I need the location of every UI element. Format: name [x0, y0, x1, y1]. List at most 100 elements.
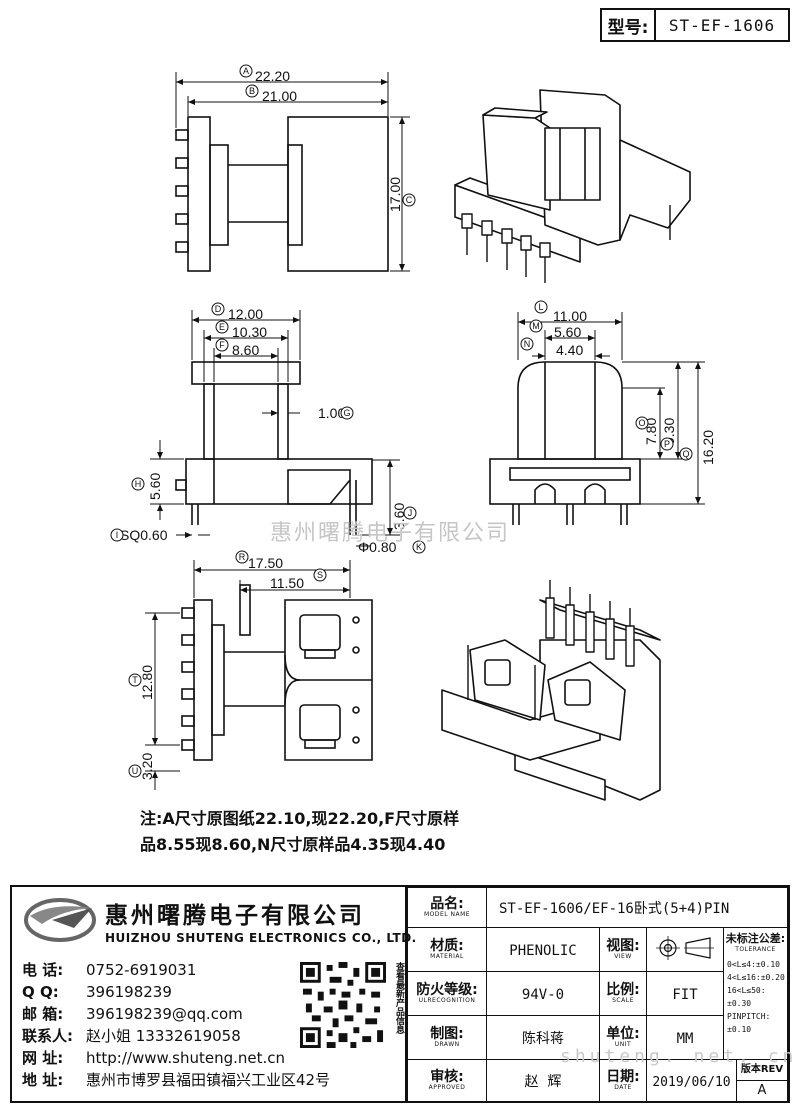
- company-logo-icon: [24, 898, 96, 942]
- qr-code-icon: [300, 962, 386, 1048]
- model-name-en: MODEL NAME: [423, 910, 471, 918]
- label-q: Q: [682, 449, 689, 459]
- model-label: 型号:: [602, 10, 656, 40]
- view-en: VIEW: [614, 952, 632, 960]
- dim-r: 17.50: [248, 555, 283, 571]
- unit-value: MM: [676, 1031, 694, 1047]
- tolerance-line-3: 16<L≤50:±0.30: [727, 986, 766, 1008]
- cell-approved-key: 审核: APPROVED: [407, 1059, 487, 1102]
- scale-en: SCALE: [612, 996, 634, 1004]
- watermark: 惠州曙腾电子有限公司: [270, 521, 511, 546]
- date-en: DATE: [614, 1083, 632, 1091]
- company-panel: [10, 885, 407, 1103]
- note-line-2: 品8.55现8.60,N尺寸原样品4.35现4.40: [140, 835, 446, 854]
- bottom-view: [181, 584, 373, 761]
- material-cn: 材质:: [430, 937, 464, 954]
- iso-view-top: [454, 89, 691, 283]
- cell-scale-key: 比例: SCALE: [599, 971, 647, 1016]
- label-d: D: [215, 304, 222, 314]
- dim-g: 1.00: [318, 405, 345, 421]
- contact-email: 邮 箱:396198239@qq.com: [22, 1002, 243, 1026]
- material-en: MATERIAL: [430, 952, 464, 960]
- drawn-en: DRAWN: [434, 1040, 460, 1048]
- version-value: A: [757, 1083, 767, 1098]
- contact-person-key: 联系人:: [22, 1027, 73, 1045]
- dim-q: 16.20: [700, 430, 716, 465]
- top-view: [175, 116, 389, 272]
- contact-qq: Q Q: 396198239: [22, 980, 172, 1004]
- scale-value: FIT: [672, 987, 698, 1003]
- dim-f: 8.60: [232, 342, 259, 358]
- material-value: PHENOLIC: [509, 943, 577, 959]
- approved-cn: 审核:: [430, 1068, 464, 1085]
- dim-s: 11.50: [270, 575, 304, 591]
- label-m: M: [532, 321, 540, 331]
- cell-drawn-key: 制图: DRAWN: [407, 1015, 487, 1060]
- contact-email-value: 396198239@qq.com: [86, 1005, 243, 1023]
- label-h: H: [135, 479, 142, 489]
- cell-approved-value: 赵 辉: [486, 1059, 600, 1102]
- scale-cn: 比例:: [606, 981, 640, 998]
- contact-qq-key: Q Q:: [22, 983, 59, 1001]
- note: 注:A尺寸原图纸22.10,现22.20,F尺寸原样 品8.55现8.60,N尺…: [140, 806, 500, 858]
- dim-t: 12.80: [139, 665, 155, 700]
- drawing-area: 22.20 21.00 17.00 A B C: [110, 64, 716, 801]
- cell-flame-value: 94V-0: [486, 971, 600, 1016]
- approved-en: APPROVED: [428, 1083, 466, 1091]
- model-value: ST-EF-1606: [668, 15, 776, 35]
- label-k: K: [416, 542, 422, 552]
- tolerance-line-2: 4<L≤16:±0.20: [727, 973, 785, 982]
- cell-scale-value: FIT: [646, 971, 724, 1016]
- note-line-1: 注:A尺寸原图纸22.10,现22.20,F尺寸原样: [140, 809, 460, 828]
- drawn-value: 陈科蒋: [522, 1030, 564, 1047]
- dim-e: 10.30: [232, 324, 267, 340]
- dim-d: 12.00: [228, 306, 263, 322]
- contact-address-key: 地 址:: [22, 1071, 64, 1089]
- label-s: S: [317, 570, 323, 580]
- view-cn: 视图:: [606, 937, 640, 954]
- dim-u: 3.20: [139, 753, 155, 780]
- label-n: N: [524, 339, 531, 349]
- cell-version: 版本REV A: [736, 1059, 788, 1102]
- contact-website-value[interactable]: http://www.shuteng.net.cn: [86, 1049, 286, 1067]
- cell-material-key: 材质: MATERIAL: [407, 927, 487, 972]
- dim-n: 4.40: [556, 342, 583, 358]
- dim-k: Φ0.80: [358, 539, 397, 555]
- tolerance-title: 未标注公差:: [725, 932, 786, 945]
- dim-c: 17.00: [387, 177, 403, 212]
- cell-model-name-value: ST-EF-1606/EF-16卧式(5+4)PIN: [486, 887, 788, 928]
- projection-symbol-icon: [656, 935, 714, 960]
- tolerance-line-4: PINPITCH:±0.10: [727, 1012, 771, 1034]
- contact-address: 地 址:惠州市博罗县福田镇福兴工业区42号: [22, 1068, 330, 1092]
- version-label: 版本REV: [737, 1060, 787, 1081]
- label-o: O: [638, 418, 645, 428]
- label-u: U: [132, 766, 139, 776]
- model-name-value: ST-EF-1606/EF-16卧式(5+4)PIN: [499, 900, 730, 917]
- label-g: G: [343, 408, 350, 418]
- model-box: 型号: ST-EF-1606: [600, 8, 790, 42]
- cell-date-value: 2019/06/10: [646, 1059, 737, 1102]
- cell-model-name-key: 品名: MODEL NAME: [407, 887, 487, 928]
- cell-drawn-value: 陈科蒋: [486, 1015, 600, 1060]
- contact-phone: 电 话: 0752-6919031: [22, 958, 196, 982]
- dim-l: 11.00: [553, 308, 587, 324]
- model-name-cn: 品名:: [430, 895, 464, 912]
- drawn-cn: 制图:: [430, 1025, 464, 1042]
- contact-qq-value: 396198239: [86, 983, 172, 1001]
- qr-caption: 查看最新产品信息: [394, 962, 404, 1034]
- contact-phone-value: 0752-6919031: [86, 961, 197, 979]
- label-r: R: [239, 552, 246, 562]
- cell-tolerance: 未标注公差: TOLERANCE 0<L≤4:±0.10 4<L≤16:±0.2…: [723, 927, 788, 1060]
- label-b: B: [249, 86, 255, 96]
- cell-date-key: 日期: DATE: [599, 1059, 647, 1102]
- company-name-en: HUIZHOU SHUTENG ELECTRONICS CO., LTD.: [105, 931, 417, 945]
- cell-view-key: 视图: VIEW: [599, 927, 647, 972]
- tolerance-en: TOLERANCE: [735, 946, 776, 953]
- label-t: T: [132, 675, 138, 685]
- label-a: A: [243, 66, 249, 76]
- title-grid: 品名: MODEL NAME ST-EF-1606/EF-16卧式(5+4)PI…: [407, 887, 788, 1102]
- cell-view-symbol: [646, 927, 724, 972]
- tolerance-line-1: 0<L≤4:±0.10: [727, 960, 780, 969]
- contact-phone-key: 电 话:: [22, 961, 64, 979]
- side-view: [175, 361, 373, 535]
